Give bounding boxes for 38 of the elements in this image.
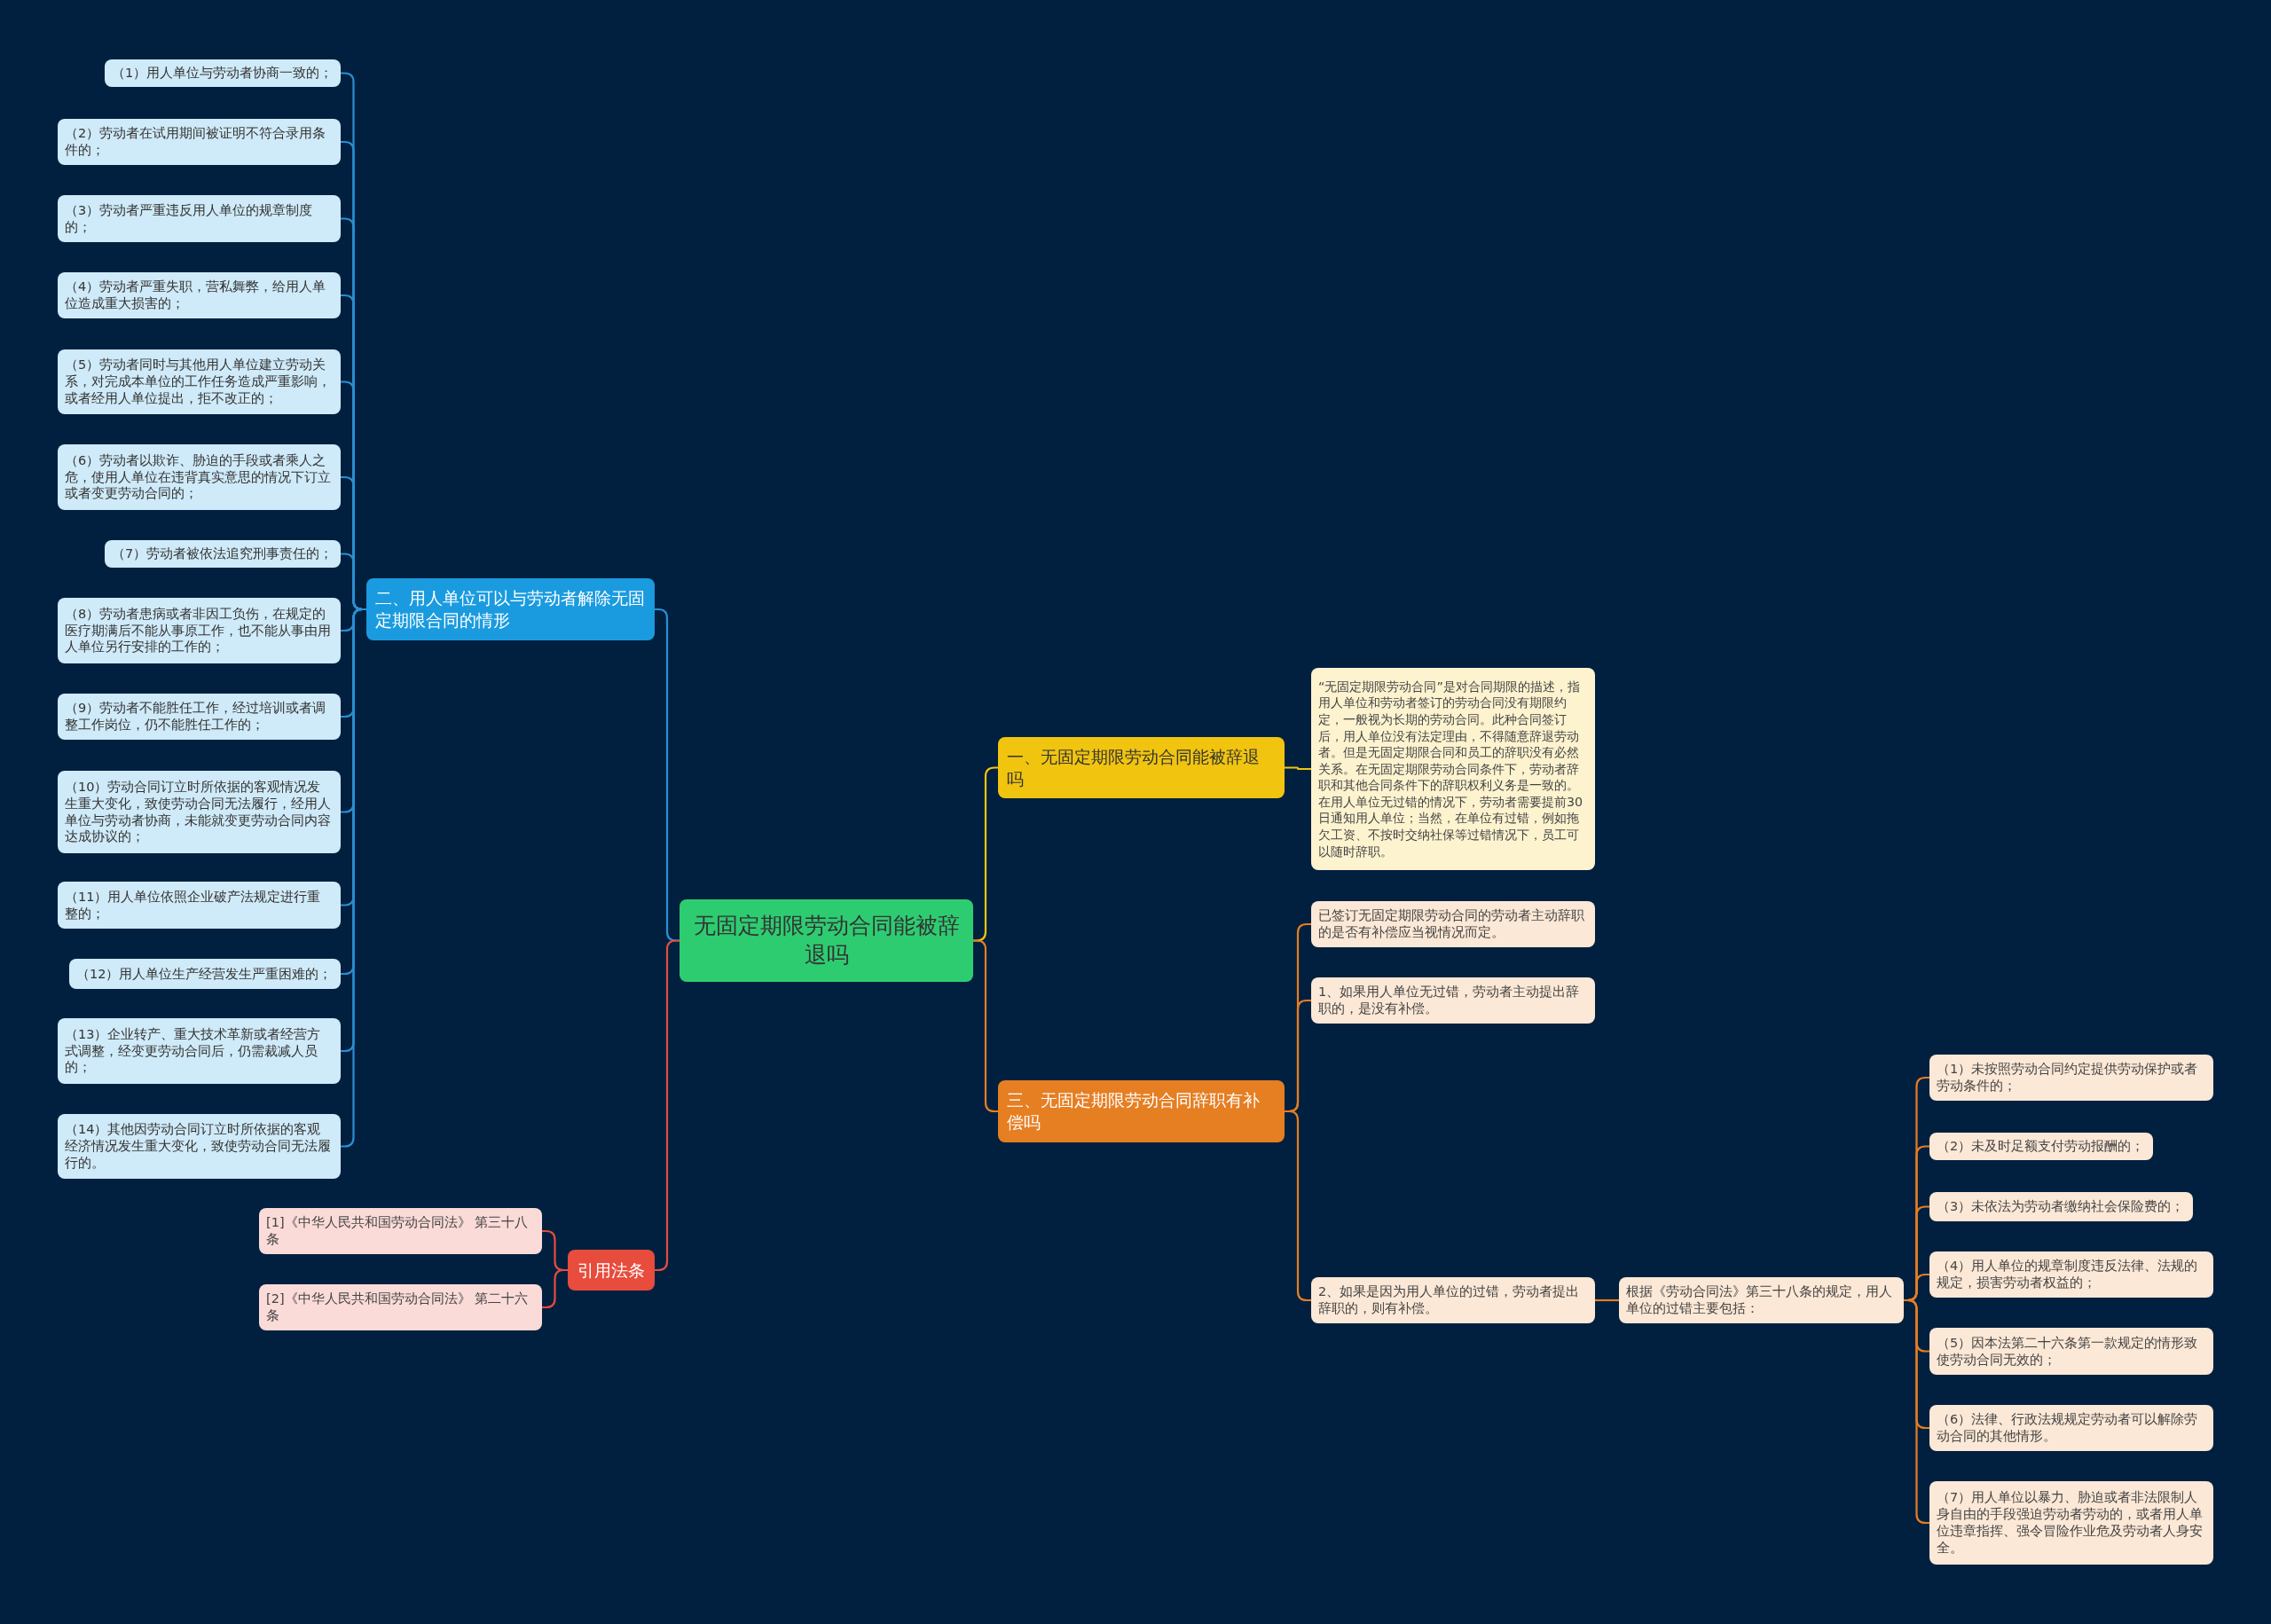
topic-box: （1）未按照劳动合同约定提供劳动保护或者劳动条件的；: [1929, 1055, 2213, 1101]
branch-topic-box: 引用法条: [568, 1250, 655, 1291]
topic-box: （7）用人单位以暴力、胁迫或者非法限制人身自由的手段强迫劳动者劳动的，或者用人单位违章指挥、强令冒险作业危及劳动者人身安全。: [1929, 1481, 2213, 1565]
topic-box: （3）未依法为劳动者缴纳社会保险费的；: [1929, 1192, 2193, 1221]
topic-box: （2）劳动者在试用期间被证明不符合录用条件的；: [58, 119, 341, 165]
topic-box: （13）企业转产、重大技术革新或者经营方式调整，经变更劳动合同后，仍需裁减人员的；: [58, 1018, 341, 1084]
topic-box: （6）劳动者以欺诈、胁迫的手段或者乘人之危，使用人单位在违背真实意思的情况下订立或者变更劳动合同的；: [58, 444, 341, 510]
topic-box: （3）劳动者严重违反用人单位的规章制度的；: [58, 195, 341, 242]
topic-box: （6）法律、行政法规规定劳动者可以解除劳动合同的其他情形。: [1929, 1405, 2213, 1451]
topic-box: [2]《中华人民共和国劳动合同法》 第二十六条: [259, 1284, 542, 1330]
topic-box: 根据《劳动合同法》第三十八条的规定，用人单位的过错主要包括：: [1619, 1277, 1904, 1323]
topic-box: （5）劳动者同时与其他用人单位建立劳动关系，对完成本单位的工作任务造成严重影响，或者经用人单位提出，拒不改正的；: [58, 349, 341, 414]
topic-box: （4）用人单位的规章制度违反法律、法规的规定，损害劳动者权益的；: [1929, 1251, 2213, 1298]
connector-line: [542, 1268, 568, 1309]
topic-box: （2）未及时足额支付劳动报酬的；: [1929, 1133, 2153, 1160]
connector-line: [973, 939, 998, 1113]
topic-box: （8）劳动者患病或者非因工负伤，在规定的医疗期满后不能从事原工作，也不能从事由用人单位另行安排的工作的；: [58, 598, 341, 663]
note-box: “无固定期限劳动合同”是对合同期限的描述，指用人单位和劳动者签订的劳动合同没有期限约定，一般视为长期的劳动合同。此种合同签订后，用人单位没有法定理由，不得随意辞退劳动者。但是无固定期限合同和员工的辞职没有必然关系。在无固定期限劳动合同条件下，劳动者辞职和其他合同条件下的辞职权利义务是一致的。在用人单位无过错的情况下，劳动者需要提前30日通知用人单位；当然，在单位有过错，例如拖欠工资、不按时交纳社保等过错情况下，员工可以随时辞职。: [1311, 668, 1595, 870]
topic-box: 1、如果用人单位无过错，劳动者主动提出辞职的，是没有补偿。: [1311, 977, 1595, 1024]
topic-box: （5）因本法第二十六条第一款规定的情形致使劳动合同无效的；: [1929, 1328, 2213, 1375]
connector-line: [655, 939, 680, 1272]
branch-topic-box: 二、用人单位可以与劳动者解除无固定期限合同的情形: [366, 578, 655, 640]
branch-topic-box: 三、无固定期限劳动合同辞职有补偿吗: [998, 1080, 1285, 1142]
topic-box: （11）用人单位依照企业破产法规定进行重整的；: [58, 882, 341, 929]
topic-box: （9）劳动者不能胜任工作，经过培训或者调整工作岗位，仍不能胜任工作的；: [58, 694, 341, 740]
central-topic-box: 无固定期限劳动合同能被辞退吗: [680, 899, 973, 982]
topic-box: （12）用人单位生产经营发生严重困难的；: [69, 959, 341, 989]
topic-box: （1）用人单位与劳动者协商一致的；: [105, 59, 341, 87]
topic-box: （7）劳动者被依法追究刑事责任的；: [105, 540, 341, 568]
connector-line: [1595, 1298, 1619, 1302]
topic-box: （4）劳动者严重失职，营私舞弊，给用人单位造成重大损害的；: [58, 272, 341, 318]
connector-line: [1285, 766, 1311, 771]
topic-box: 2、如果是因为用人单位的过错，劳动者提出辞职的，则有补偿。: [1311, 1277, 1595, 1323]
topic-box: [1]《中华人民共和国劳动合同法》 第三十八条: [259, 1208, 542, 1254]
topic-box: 已签订无固定期限劳动合同的劳动者主动辞职的是否有补偿应当视情况而定。: [1311, 901, 1595, 947]
branch-topic-box: 一、无固定期限劳动合同能被辞退吗: [998, 737, 1285, 798]
topic-box: （14）其他因劳动合同订立时所依据的客观经济情况发生重大变化，致使劳动合同无法履行的。: [58, 1114, 341, 1179]
topic-box: （10）劳动合同订立时所依据的客观情况发生重大变化，致使劳动合同无法履行，经用人单位与劳动者协商，未能就变更劳动合同内容达成协议的；: [58, 771, 341, 853]
